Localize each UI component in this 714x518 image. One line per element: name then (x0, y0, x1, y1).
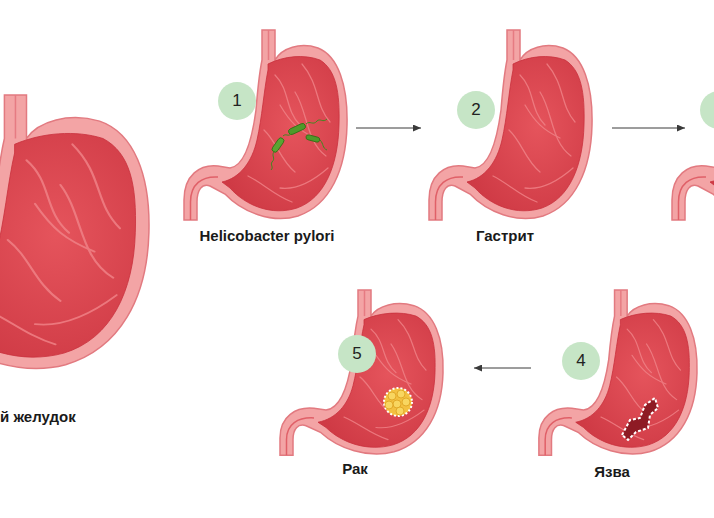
stage-label: Гастрит (405, 227, 605, 245)
stomach-cropped (672, 30, 714, 220)
tumor-cell (397, 390, 405, 398)
bacteria (271, 119, 327, 170)
stomach-cancer (280, 290, 443, 455)
callout-number: 4 (562, 342, 600, 380)
callout-number: 2 (457, 91, 495, 129)
stage-label: Рак (255, 460, 455, 478)
callout-number: 1 (218, 82, 256, 120)
flagellum (271, 152, 274, 170)
stomach-gastritis (429, 30, 592, 220)
stage-node: й желудок (0, 95, 150, 370)
tumor (384, 388, 412, 416)
progress-arrow (356, 128, 421, 129)
stage-node: 2Гастрит (425, 30, 597, 220)
ulcer-lesion (622, 398, 658, 440)
progress-arrow (474, 368, 531, 369)
bacterium (305, 134, 320, 142)
bacterium (288, 122, 307, 135)
stage-node: 5Рак (276, 290, 470, 455)
stage-label: Язва (512, 463, 712, 481)
stage-label: й желудок (0, 408, 76, 426)
flagellum (283, 134, 291, 136)
tumor-cell (402, 398, 410, 406)
bacterium (271, 137, 285, 154)
progress-arrow (612, 128, 685, 129)
stage-label: Helicobacter pylori (167, 227, 367, 245)
stomach-infected (184, 30, 347, 220)
tumor-cell (396, 407, 404, 415)
callout-number: 5 (338, 335, 376, 373)
tumor-cell (388, 392, 396, 400)
stage-node: 1Helicobacter pylori (180, 30, 352, 220)
flagellum (320, 140, 327, 150)
stage-node: 4Язва (535, 290, 695, 455)
healthy-stomach (0, 95, 149, 371)
callout-circle (700, 91, 714, 129)
flagellum (306, 119, 327, 124)
tumor-cell (385, 401, 393, 409)
stomach-ulcer (539, 290, 697, 455)
tumor-mass (384, 388, 412, 416)
